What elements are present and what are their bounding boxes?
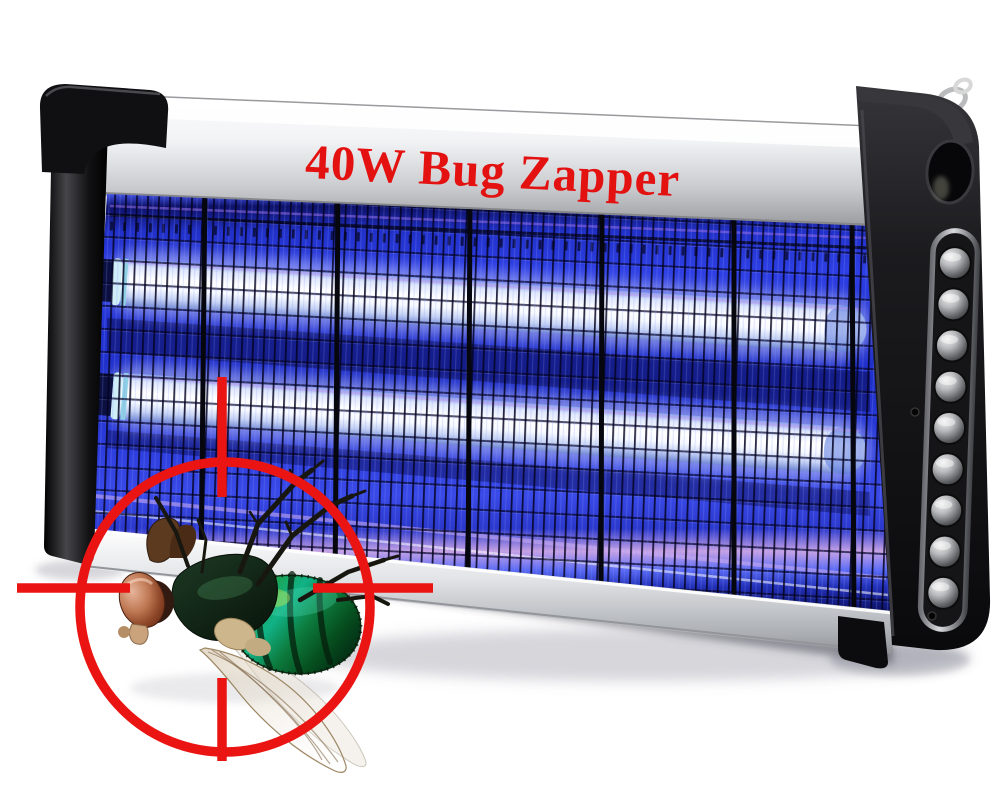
side-button: [936, 287, 971, 322]
side-button: [937, 246, 972, 281]
screw-top: [910, 407, 920, 417]
side-button-highlight: [941, 293, 960, 303]
side-button-highlight: [935, 458, 954, 468]
side-button-highlight: [932, 541, 951, 551]
side-button: [926, 575, 961, 610]
dead-fly-image: [118, 459, 400, 773]
side-button-highlight: [940, 334, 959, 344]
side-button: [934, 328, 969, 363]
side-button-highlight: [934, 499, 953, 509]
side-buttons: [926, 246, 972, 610]
electrified-grid: [86, 194, 892, 612]
side-button-highlight: [943, 252, 962, 262]
fly-head: [118, 572, 174, 645]
top-left-corner-cap: [39, 84, 169, 174]
side-button: [932, 411, 967, 446]
zapper-device: [39, 77, 991, 669]
top-frame-bar: [94, 93, 873, 228]
side-button-highlight: [937, 417, 956, 427]
side-button-highlight: [938, 376, 957, 386]
right-end-cap: [838, 77, 991, 669]
screw-bottom: [927, 611, 937, 621]
fly-thorax: [146, 517, 278, 657]
side-button: [933, 369, 968, 404]
fly-wings: [198, 644, 367, 773]
left-frame-rail: [44, 112, 108, 565]
side-button: [929, 493, 964, 528]
fly-eye: [118, 572, 166, 628]
side-button-highlight: [931, 582, 950, 592]
hanging-hole: [925, 139, 975, 205]
side-button: [930, 452, 965, 487]
grid-divider-bars: [198, 194, 857, 612]
side-button: [927, 534, 962, 569]
crosshair-target-icon: [17, 377, 433, 761]
